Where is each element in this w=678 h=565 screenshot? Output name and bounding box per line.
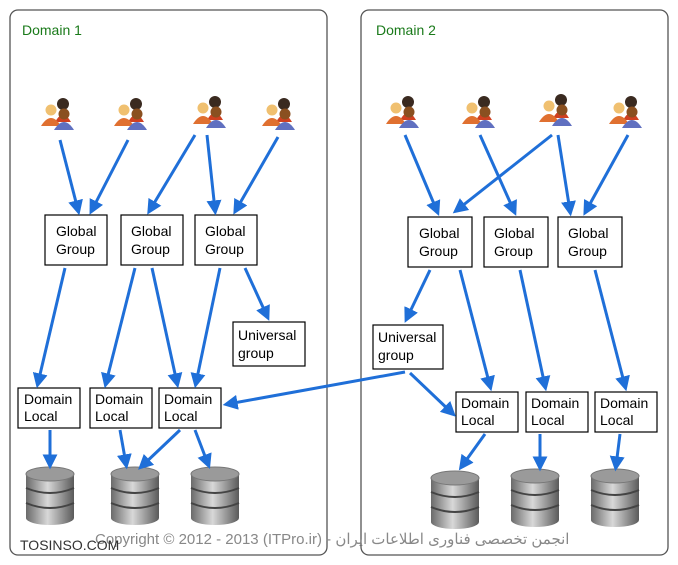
svg-text:Domain: Domain (164, 391, 212, 407)
arrow (408, 371, 456, 417)
database-icon (110, 466, 160, 526)
svg-text:Local: Local (164, 408, 197, 424)
watermark: TOSINSO.COM (20, 537, 119, 553)
arrow (458, 433, 487, 471)
svg-text:Local: Local (531, 412, 564, 428)
svg-text:Global: Global (56, 223, 96, 239)
svg-text:Group: Group (419, 243, 458, 259)
svg-text:Group: Group (131, 241, 170, 257)
domain-1-container (9, 9, 328, 556)
svg-text:Domain: Domain (531, 395, 579, 411)
arrow (583, 134, 630, 216)
arrow (190, 267, 222, 389)
svg-text:Group: Group (568, 243, 607, 259)
arrow (458, 269, 495, 392)
arrow (147, 134, 197, 215)
arrow (593, 269, 630, 392)
database-icon (190, 466, 240, 526)
arrow (518, 269, 551, 392)
arrow (609, 433, 625, 472)
domain-1-title: Domain 1 (22, 22, 82, 38)
svg-text:Group: Group (205, 241, 244, 257)
arrow (193, 429, 212, 470)
d2-universal-group: Universal group (372, 324, 444, 370)
arrow (150, 267, 183, 389)
arrow (478, 134, 517, 216)
database-icon (25, 466, 75, 526)
svg-text:Global: Global (205, 223, 245, 239)
arrow (222, 370, 406, 410)
svg-text:Domain: Domain (24, 391, 72, 407)
arrow (58, 139, 83, 216)
domain-2-title: Domain 2 (376, 22, 436, 38)
svg-text:Local: Local (95, 408, 128, 424)
arrow (556, 134, 576, 217)
svg-text:Universal: Universal (378, 329, 436, 345)
svg-text:Local: Local (600, 412, 633, 428)
arrow (452, 133, 553, 214)
svg-text:Global: Global (568, 225, 608, 241)
arrow (205, 134, 222, 216)
arrow (138, 428, 182, 470)
svg-text:Universal: Universal (238, 327, 296, 343)
arrows (32, 133, 630, 472)
database-icon (430, 470, 480, 530)
svg-text:group: group (238, 345, 274, 361)
svg-text:Local: Local (24, 408, 57, 424)
svg-text:Group: Group (56, 241, 95, 257)
svg-text:Domain: Domain (461, 395, 509, 411)
arrow (89, 139, 130, 215)
svg-text:Domain: Domain (600, 395, 648, 411)
database-icon (590, 468, 640, 528)
copyright-text: Copyright © 2012 - 2013 (ITPro.ir) - انج… (95, 531, 569, 548)
arrow (403, 134, 441, 216)
svg-text:group: group (378, 347, 414, 363)
svg-text:Group: Group (494, 243, 533, 259)
arrow (233, 136, 280, 215)
database-icon (510, 468, 560, 528)
arrow (101, 267, 137, 389)
svg-text:Global: Global (419, 225, 459, 241)
arrow (243, 267, 270, 321)
arrow (32, 267, 67, 389)
domain-2-container (360, 9, 669, 556)
arrow (116, 429, 132, 470)
svg-text:Global: Global (131, 223, 171, 239)
svg-text:Domain: Domain (95, 391, 143, 407)
svg-text:Global: Global (494, 225, 534, 241)
arrow (404, 269, 432, 323)
d1-universal-group: Universal group (232, 321, 306, 367)
svg-text:Local: Local (461, 412, 494, 428)
